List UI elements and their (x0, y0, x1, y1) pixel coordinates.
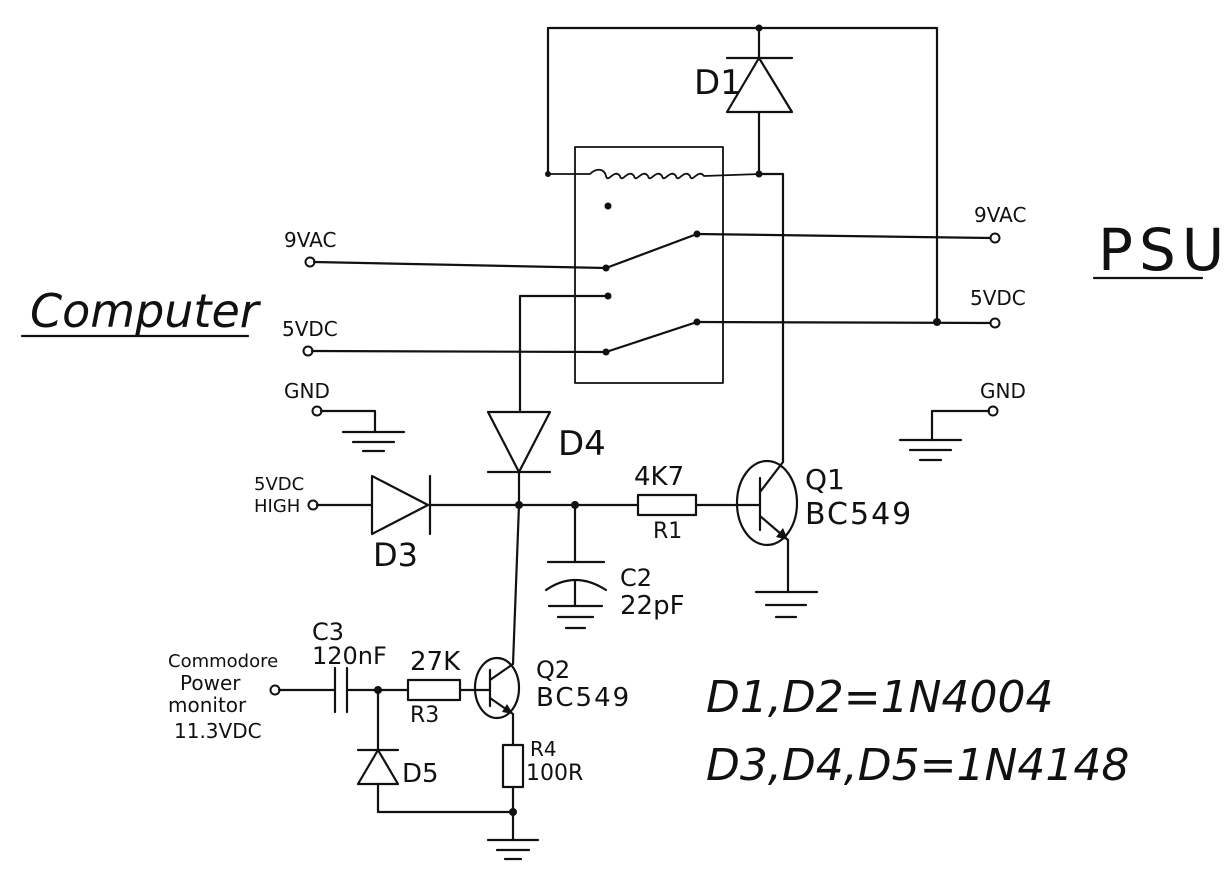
r3-resistor: 27K R3 (406, 647, 488, 728)
svg-text:R3: R3 (410, 703, 439, 728)
right-9vac-pin[interactable] (989, 232, 1001, 244)
d1-loop-wire (546, 26, 939, 324)
svg-text:monitor: monitor (168, 693, 247, 717)
left-gnd-wire (319, 409, 377, 434)
d5-triangle (356, 748, 400, 786)
node-to-q2-wire (511, 503, 521, 666)
relay-coil (547, 168, 761, 180)
svg-text:11.3VDC: 11.3VDC (174, 719, 262, 743)
svg-text:PSU: PSU (1098, 216, 1226, 284)
svg-text:5VDC: 5VDC (970, 286, 1026, 310)
svg-text:120nF: 120nF (312, 642, 387, 670)
svg-text:HIGH: HIGH (254, 496, 300, 517)
right-5vdc-node (933, 318, 941, 326)
left-9vac-wire (312, 260, 608, 270)
coil-to-q1-wire (757, 172, 785, 464)
right-gnd-wire (930, 409, 991, 442)
q1-collector (758, 460, 785, 494)
d3-triangle (370, 474, 430, 536)
d1-diode: D1 (546, 24, 939, 324)
psu-heading: PSU (1092, 216, 1226, 284)
left-5vdc-wire (310, 349, 608, 354)
relay (545, 146, 761, 384)
d4-triangle (486, 410, 552, 474)
relay-outline (574, 146, 724, 384)
svg-text:BC549: BC549 (805, 497, 913, 532)
right-5vdc-pin[interactable] (989, 317, 1001, 329)
svg-text:GND: GND (284, 379, 330, 403)
svg-text:D1,D2=1N4004: D1,D2=1N4004 (706, 672, 1054, 723)
right-gnd-terminal: GND (898, 379, 1026, 462)
q1-transistor: Q1 BC549 (735, 459, 913, 619)
left-gnd-terminal: GND (284, 379, 406, 453)
svg-text:D4: D4 (558, 424, 606, 464)
svg-text:5VDC: 5VDC (254, 474, 304, 495)
r1-body (636, 493, 698, 517)
svg-text:Power: Power (180, 671, 241, 695)
r3-body (406, 678, 462, 702)
right-5vdc-wire (695, 320, 993, 325)
svg-text:D5: D5 (402, 759, 439, 789)
r1-resistor: 4K7 R1 (634, 462, 750, 544)
q2-body (473, 656, 521, 720)
q2-emitter-arrow (502, 704, 513, 714)
right-5vdc-terminal: 5VDC (695, 286, 1026, 329)
5vdc-high-terminal: 5VDC HIGH (254, 474, 374, 517)
svg-text:22pF: 22pF (620, 591, 685, 621)
svg-text:D3: D3 (373, 536, 418, 574)
right-9vac-terminal: 9VAC (695, 203, 1026, 244)
d5-diode: D5 (356, 688, 515, 814)
d4-top-wire (518, 294, 610, 414)
q1-emitter-arrow (776, 528, 788, 540)
d3-diode: D3 (370, 474, 432, 574)
svg-text:5VDC: 5VDC (282, 317, 338, 341)
d4-diode: D4 (486, 294, 610, 507)
computer-heading: Computer (20, 284, 262, 338)
svg-text:Q1: Q1 (805, 463, 845, 496)
c3-capacitor: C3 120nF (312, 618, 410, 714)
c2-capacitor: C2 22pF (544, 503, 685, 630)
svg-text:BC549: BC549 (536, 683, 631, 713)
svg-text:Commodore: Commodore (168, 651, 278, 672)
svg-text:D1: D1 (694, 63, 742, 103)
svg-text:9VAC: 9VAC (974, 203, 1026, 227)
svg-text:C2: C2 (620, 564, 652, 592)
svg-text:GND: GND (980, 379, 1026, 403)
svg-text:Computer: Computer (30, 284, 262, 338)
left-5vdc-terminal: 5VDC (282, 317, 608, 357)
part-notes: D1,D2=1N4004 D3,D4,D5=1N4148 (706, 672, 1129, 791)
d5-bottom-wire (376, 782, 515, 814)
svg-text:Q2: Q2 (536, 656, 570, 684)
left-9vac-terminal: 9VAC (284, 228, 608, 270)
r4-resistor: R4 100R (486, 712, 583, 861)
relay-nc-contact-1 (604, 202, 612, 210)
svg-text:27K: 27K (410, 647, 461, 677)
svg-text:C3: C3 (312, 618, 344, 646)
r4-body (501, 743, 525, 789)
svg-text:4K7: 4K7 (634, 462, 684, 492)
svg-text:D3,D4,D5=1N4148: D3,D4,D5=1N4148 (706, 740, 1129, 791)
relay-switch-arm-2 (604, 320, 699, 354)
right-9vac-wire (695, 232, 993, 240)
q1-body (735, 459, 799, 547)
svg-text:R4: R4 (530, 737, 557, 761)
relay-switch-arm-1 (604, 232, 699, 270)
q2-collector (488, 662, 515, 682)
q2-transistor: Q2 BC549 (473, 656, 631, 720)
svg-text:100R: 100R (526, 761, 583, 786)
svg-text:R1: R1 (653, 519, 682, 544)
monitor-terminal: Commodore Power monitor 11.3VDC (168, 651, 337, 743)
svg-text:9VAC: 9VAC (284, 228, 336, 252)
